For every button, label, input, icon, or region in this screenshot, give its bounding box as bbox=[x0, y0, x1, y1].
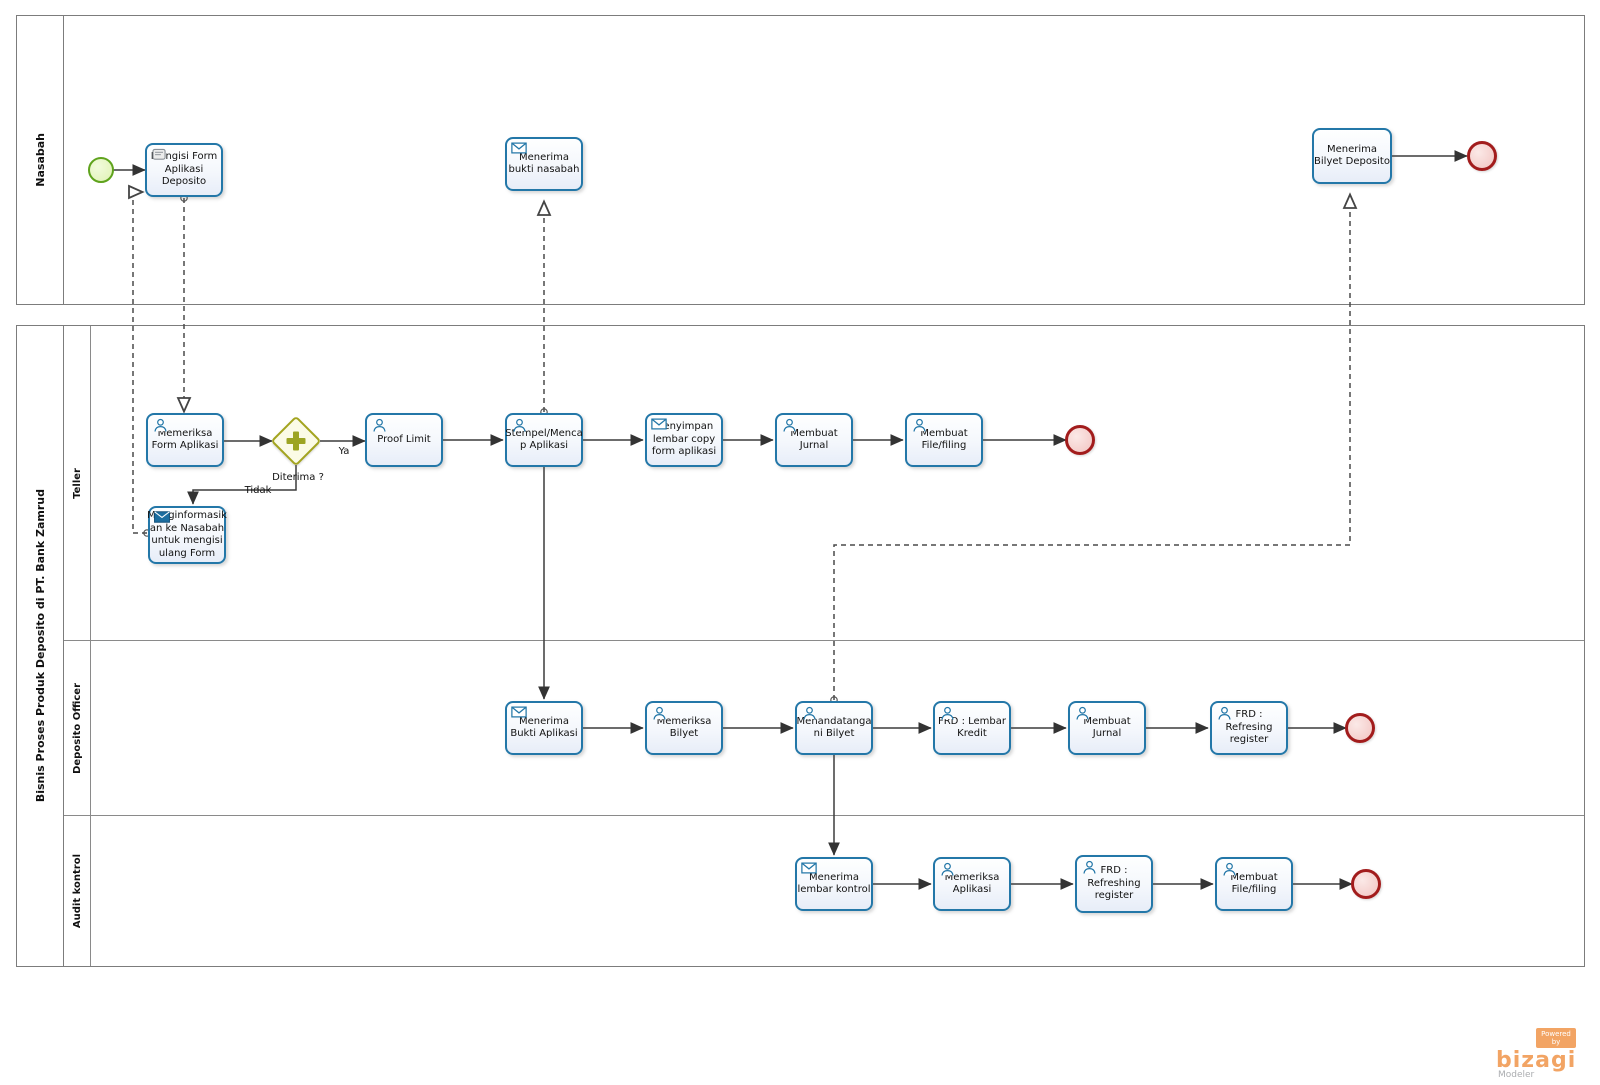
task-memeriksa-form-aplikasi[interactable]: Memeriksa Form Aplikasi bbox=[146, 413, 224, 467]
task-label: Membuat Jurnal bbox=[790, 427, 838, 452]
task-frd-refreshing-register-audit[interactable]: FRD : Refreshing register bbox=[1075, 855, 1153, 913]
task-label: Menginformasik an ke Nasabah untuk mengi… bbox=[147, 510, 227, 559]
user-icon bbox=[371, 418, 387, 432]
end-event-nasabah[interactable] bbox=[1467, 141, 1497, 171]
task-mengisi-form-aplikasi-deposito[interactable]: Mengisi Form Aplikasi Deposito bbox=[145, 143, 223, 197]
user-icon bbox=[939, 862, 955, 876]
user-icon bbox=[801, 706, 817, 720]
label-diterima: Diterima ? bbox=[272, 472, 324, 483]
task-label: Menyimpan lembar copy form aplikasi bbox=[651, 421, 717, 458]
task-label: Menerima Bilyet Deposito bbox=[1314, 143, 1390, 168]
user-icon bbox=[939, 706, 955, 720]
user-icon bbox=[651, 706, 667, 720]
message-icon bbox=[651, 418, 667, 432]
lane-audit-kontrol-title-band: Audit kontrol bbox=[64, 816, 91, 966]
task-memeriksa-aplikasi[interactable]: Memeriksa Aplikasi bbox=[933, 857, 1011, 911]
task-label: Mengisi Form Aplikasi Deposito bbox=[150, 151, 218, 188]
task-label: FRD : Refreshing register bbox=[1087, 865, 1141, 902]
task-menerima-bukti-aplikasi[interactable]: Menerima Bukti Aplikasi bbox=[505, 701, 583, 755]
task-stempel-mencap-aplikasi[interactable]: Stempel/Menca p Aplikasi bbox=[505, 413, 583, 467]
message-icon bbox=[801, 862, 817, 876]
task-label: Menerima lembar kontrol bbox=[797, 871, 871, 896]
task-label: Membuat File/filing bbox=[1230, 871, 1278, 896]
lane-deposito-officer-title-band: Deposito Officer bbox=[64, 641, 91, 816]
lane-deposito-officer: Deposito Officer bbox=[64, 641, 1584, 817]
form-icon bbox=[151, 148, 167, 162]
pool-bisnis-title-band: Bisnis Proses Produk Deposito di PT. Ban… bbox=[17, 326, 64, 966]
task-frd-lembar-kredit[interactable]: FRD : Lembar Kredit bbox=[933, 701, 1011, 755]
task-label: Membuat File/filing bbox=[920, 427, 968, 452]
message-icon bbox=[511, 142, 527, 156]
end-event-teller[interactable] bbox=[1065, 425, 1095, 455]
user-icon bbox=[1216, 706, 1232, 720]
task-menerima-bilyet-deposito[interactable]: Menerima Bilyet Deposito bbox=[1312, 128, 1392, 184]
flow-gateway-tidak-to-menginformasikan[interactable] bbox=[187, 465, 297, 505]
task-label: Menerima bukti nasabah bbox=[508, 151, 580, 176]
task-membuat-file-filing-teller[interactable]: Membuat File/filing bbox=[905, 413, 983, 467]
task-label: Stempel/Menca p Aplikasi bbox=[505, 427, 583, 452]
user-icon bbox=[781, 418, 797, 432]
user-icon bbox=[911, 418, 927, 432]
end-event-deposito-officer[interactable] bbox=[1345, 713, 1375, 743]
task-menerima-bukti-nasabah[interactable]: Menerima bukti nasabah bbox=[505, 137, 583, 191]
task-proof-limit[interactable]: Proof Limit bbox=[365, 413, 443, 467]
label-tidak: Tidak bbox=[244, 485, 272, 496]
task-memeriksa-bilyet[interactable]: Memeriksa Bilyet bbox=[645, 701, 723, 755]
label-ya: Ya bbox=[338, 446, 350, 457]
task-menerima-lembar-kontrol[interactable]: Menerima lembar kontrol bbox=[795, 857, 873, 911]
task-label: Membuat Jurnal bbox=[1083, 715, 1131, 740]
task-label: Memeriksa Aplikasi bbox=[944, 871, 1000, 896]
start-event-nasabah[interactable] bbox=[88, 157, 114, 183]
pool-bisnis-body: Teller Deposito Officer Audit kontrol bbox=[64, 326, 1584, 966]
task-label: FRD : Refresing register bbox=[1225, 709, 1273, 746]
bizagi-brand: Powered by bizagi Modeler bbox=[1496, 1028, 1588, 1080]
powered-by-badge: Powered by bbox=[1536, 1028, 1576, 1048]
task-membuat-jurnal-do[interactable]: Membuat Jurnal bbox=[1068, 701, 1146, 755]
task-label: Menerima Bukti Aplikasi bbox=[510, 715, 578, 740]
lane-audit-kontrol: Audit kontrol bbox=[64, 816, 1584, 966]
task-membuat-file-filing-audit[interactable]: Membuat File/filing bbox=[1215, 857, 1293, 911]
pool-nasabah-title-band: Nasabah bbox=[17, 16, 64, 304]
task-menginformasikan-ke-nasabah[interactable]: Menginformasik an ke Nasabah untuk mengi… bbox=[147, 506, 227, 564]
send-icon bbox=[154, 511, 170, 525]
user-icon bbox=[1074, 706, 1090, 720]
task-membuat-jurnal-teller[interactable]: Membuat Jurnal bbox=[775, 413, 853, 467]
task-menandatangani-bilyet[interactable]: Menandatanga ni Bilyet bbox=[795, 701, 873, 755]
user-icon bbox=[152, 418, 168, 432]
task-label: Memeriksa Form Aplikasi bbox=[151, 427, 219, 452]
task-label: Proof Limit bbox=[377, 433, 431, 445]
bizagi-modeler-label: Modeler bbox=[1498, 1070, 1535, 1081]
user-icon bbox=[511, 418, 527, 432]
task-label: Memeriksa Bilyet bbox=[656, 715, 712, 740]
message-icon bbox=[511, 706, 527, 720]
user-icon bbox=[1221, 862, 1237, 876]
bizagi-logo: bizagi bbox=[1496, 1048, 1577, 1073]
user-icon bbox=[1081, 860, 1097, 874]
task-frd-refresing-register[interactable]: FRD : Refresing register bbox=[1210, 701, 1288, 755]
task-label: Menandatanga ni Bilyet bbox=[796, 715, 872, 740]
lane-teller-title-band: Teller bbox=[64, 326, 91, 641]
plus-icon bbox=[293, 431, 299, 451]
end-event-audit[interactable] bbox=[1351, 869, 1381, 899]
message-menginformasikan-to-mengisi[interactable] bbox=[128, 184, 147, 534]
lane-teller: Teller bbox=[64, 326, 1584, 642]
task-menyimpan-lembar-copy[interactable]: Menyimpan lembar copy form aplikasi bbox=[645, 413, 723, 467]
task-label: FRD : Lembar Kredit bbox=[937, 715, 1006, 740]
